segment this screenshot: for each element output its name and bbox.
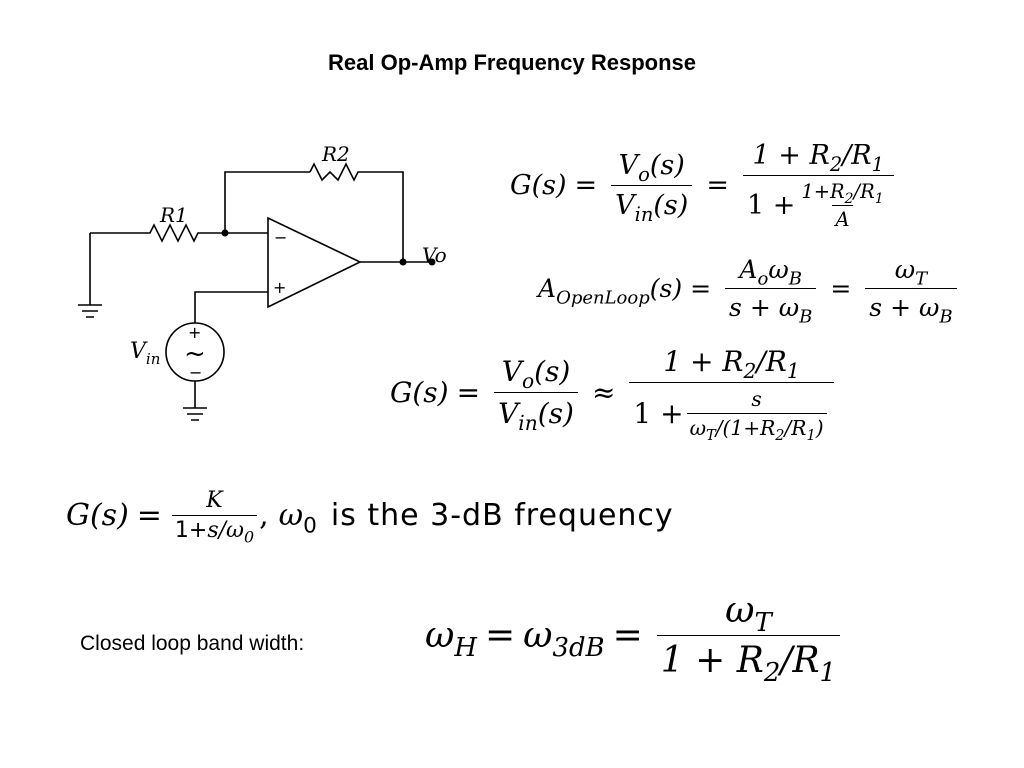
eq5-equals-2: = — [612, 615, 643, 656]
page-title: Real Op-Amp Frequency Response — [328, 50, 696, 75]
eq3-lhs: G(s) — [390, 376, 449, 409]
eq3-approx: ≈ — [591, 376, 616, 409]
equation-closed-loop-gain: G(s) = Vo(s) Vin(s) = 1 + R2/R1 1 + 1+R2… — [510, 140, 900, 231]
output-node-1 — [399, 258, 407, 266]
source-tilde: ~ — [184, 339, 206, 369]
equation-first-order-gain: G(s) = K 1+s/ω0 , ω0 is the 3-dB frequen… — [66, 488, 674, 545]
output-node-2 — [428, 258, 436, 266]
eq2-fraction-1: AoωB s + ωB — [725, 255, 817, 326]
eq1-equals: = — [574, 170, 598, 201]
eq1-fraction-1: Vo(s) Vin(s) — [611, 150, 693, 224]
eq3-equals: = — [456, 376, 481, 409]
ground-left — [78, 304, 102, 318]
eq3-fraction-1: Vo(s) Vin(s) — [494, 355, 578, 433]
ground-bottom — [183, 407, 207, 421]
r1-label: R1 — [159, 203, 188, 227]
eq3-fraction-2: 1 + R2/R1 1 + s ωT/(1+R2/R1) — [629, 345, 834, 443]
r2-label: R2 — [321, 142, 350, 166]
eq4-fraction: K 1+s/ω0 — [171, 488, 258, 545]
opamp-minus: − — [274, 228, 287, 247]
r1-wire — [90, 223, 268, 243]
eq4-lhs: G(s) — [66, 498, 129, 533]
eq5-mid: ω3dB — [523, 615, 605, 664]
source-plus: + — [188, 323, 201, 342]
equation-open-loop-gain: AOpenLoop(s) = AoωB s + ωB = ωT s + ωB — [538, 255, 963, 326]
eq4-comma: , — [259, 498, 269, 533]
opamp-plus: + — [273, 278, 286, 297]
feedback-wire-left — [224, 171, 310, 233]
equation-approx-gain: G(s) = Vo(s) Vin(s) ≈ 1 + R2/R1 1 + s ωT… — [390, 345, 840, 443]
junction-node — [221, 229, 229, 237]
source-minus: − — [189, 363, 202, 382]
vin-label: Vin — [130, 339, 160, 368]
eq5-lhs: ωH — [425, 615, 477, 664]
eq2-equals-2: = — [830, 274, 852, 303]
eq4-omega: ω0 — [278, 498, 317, 539]
eq2-equals: = — [690, 274, 712, 303]
eq1-fraction-2: 1 + R2/R1 1 + 1+R2/R1 A — [742, 140, 894, 231]
equation-bandwidth: ωH = ω3dB = ωT 1 + R2/R1 — [425, 590, 846, 686]
inverting-amplifier-circuit: R1 R2 Vo − + + ~ − Vin — [78, 142, 447, 421]
eq2-lhs: AOpenLoop(s) — [538, 274, 683, 309]
eq5-equals: = — [484, 615, 516, 656]
eq2-fraction-2: ωT s + ωB — [865, 255, 957, 326]
r2-wire — [309, 162, 404, 262]
vo-label: Vo — [422, 243, 447, 267]
eq1-equals-2: = — [706, 170, 729, 201]
eq4-text: is the 3-dB frequency — [330, 498, 674, 533]
eq1-lhs: G(s) — [510, 170, 567, 201]
eq5-fraction: ωT 1 + R2/R1 — [656, 590, 841, 686]
closed-loop-label: Closed loop band width: — [80, 632, 305, 655]
eq4-equals: = — [136, 498, 162, 533]
opamp-triangle — [267, 216, 362, 309]
noninv-wire — [194, 291, 268, 323]
